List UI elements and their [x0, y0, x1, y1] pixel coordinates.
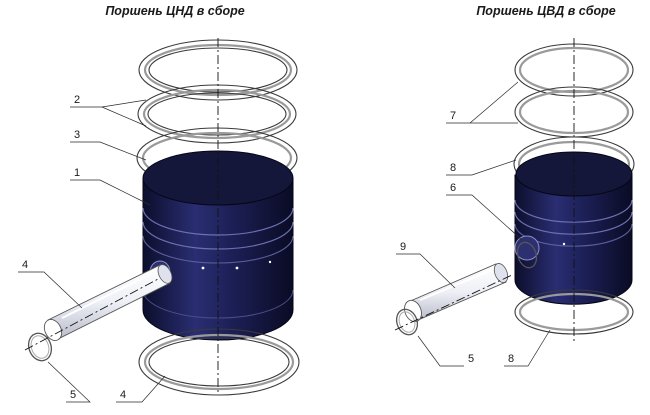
pin-axis [24, 277, 161, 351]
callout-label: 8 [508, 353, 514, 365]
callout-label: 9 [400, 241, 406, 253]
title-lp-piston: Поршень ЦНД в сборе [105, 4, 244, 18]
callout-label: 8 [450, 162, 456, 174]
callout-label: 1 [74, 167, 80, 179]
callout-label: 4 [22, 259, 28, 271]
hp-piston-assembly [394, 38, 635, 342]
callout-label: 5 [70, 389, 76, 401]
retaining-clip [27, 332, 53, 362]
piston-pin [43, 264, 173, 341]
piston-pin [404, 263, 509, 323]
piston-ring [137, 84, 297, 144]
callout-label: 4 [120, 389, 126, 401]
piston-ring [138, 328, 300, 396]
pin-axis [394, 274, 513, 331]
callout-label: 6 [450, 182, 456, 194]
callout-label: 5 [468, 353, 474, 365]
callout-label: 2 [74, 94, 80, 106]
callout-label: 7 [450, 110, 456, 122]
callout-label: 3 [74, 129, 80, 141]
hp-callouts: 7 8 6 9 5 8 [396, 81, 551, 367]
lp-callouts: 2 3 1 4 5 4 [18, 94, 166, 403]
piston-body [514, 151, 633, 305]
retaining-clip [516, 241, 538, 269]
title-hp-piston: Поршень ЦВД в сборе [476, 4, 615, 18]
retaining-clip [395, 308, 419, 336]
lp-piston-assembly [24, 38, 300, 396]
